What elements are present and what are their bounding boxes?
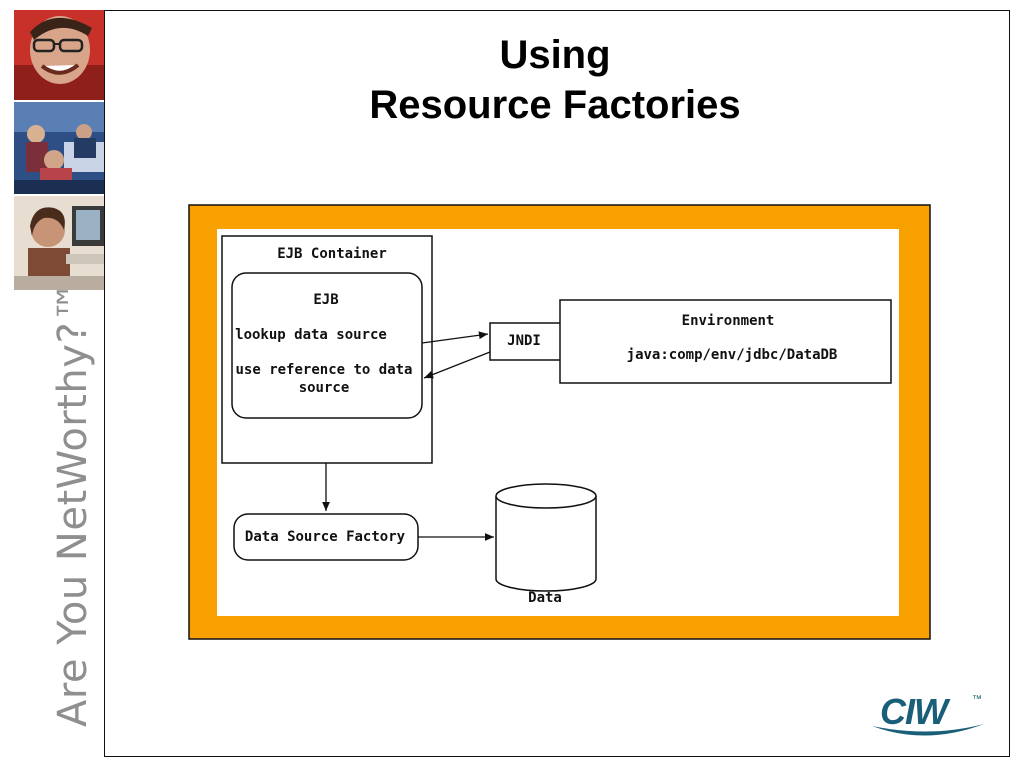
environment-path: java:comp/env/jdbc/DataDB [627,347,838,363]
ciw-logo: CIW ™ [872,691,984,736]
ejb-container-label: EJB Container [277,246,387,262]
woman-at-computer-photo [14,196,104,290]
smiling-man-photo [14,10,104,100]
ejb-box [231,272,423,419]
environment-box [559,299,892,384]
svg-text:™: ™ [972,694,982,705]
sidebar: Are You NetWorthy?™ [14,10,105,757]
use-reference-label-line1: use reference to data [235,362,412,378]
data-source-factory-label: Data Source Factory [245,529,406,545]
environment-label: Environment [682,313,775,329]
page-title: Using Resource Factories [300,30,810,130]
lookup-label: lookup data source [235,327,387,343]
jndi-box [489,322,563,361]
reference-arrow [423,351,491,379]
data-label: Data [528,590,562,606]
title-line-2: Resource Factories [369,83,741,127]
ciw-logo-lettering: CIW ™ [880,691,982,732]
architecture-diagram: EJB Container EJB lookup data source use… [188,204,931,640]
svg-text:CIW: CIW [880,691,951,732]
ejb-label: EJB [313,292,338,308]
data-cylinder [495,483,597,592]
use-reference-label-line2: source [299,380,350,396]
title-line-1: Using [499,33,611,77]
classroom-photo [14,102,104,194]
tagline: Are You NetWorthy?™ [50,281,96,727]
lookup-arrow [421,331,489,344]
jndi-label: JNDI [507,333,541,349]
